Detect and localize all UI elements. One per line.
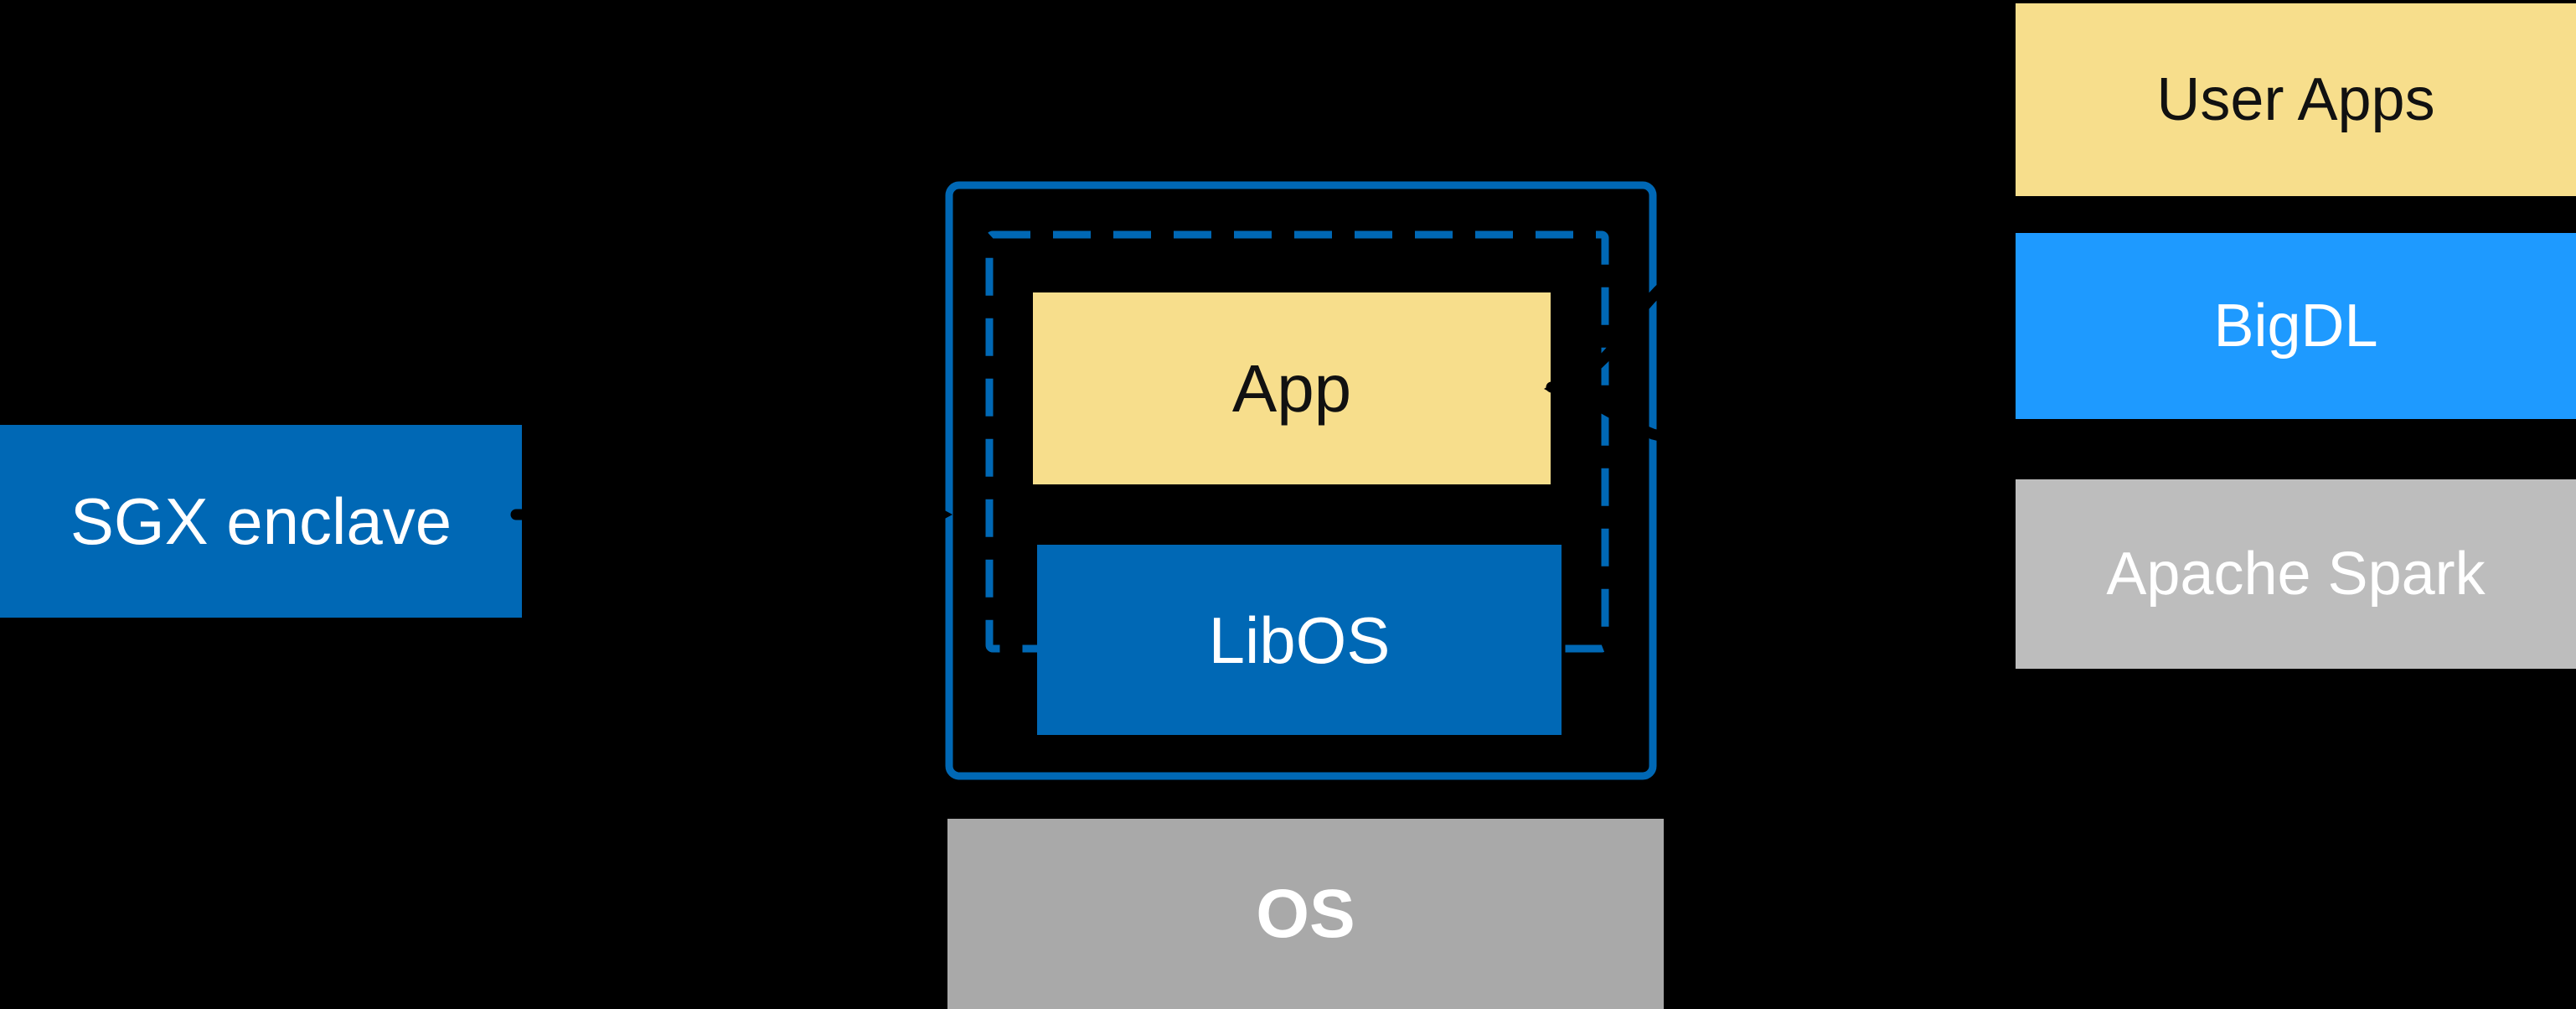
sgx-enclave-label: SGX enclave	[70, 484, 452, 558]
bigdl-label: BigDL	[2213, 292, 2378, 360]
bigdl-box: BigDL	[2016, 233, 2576, 419]
os-box: OS	[947, 819, 1664, 1009]
user-apps-box: User Apps	[2016, 3, 2576, 196]
app-label: App	[1231, 350, 1352, 426]
libos-label: LibOS	[1208, 603, 1391, 677]
sgx-enclave-box: SGX enclave	[0, 425, 522, 618]
user-apps-label: User Apps	[2156, 66, 2435, 133]
libos-box: LibOS	[1037, 545, 1562, 735]
apache-spark-box: Apache Spark	[2016, 479, 2576, 669]
app-box: App	[1033, 292, 1551, 484]
stack-to-app-arrow-upper	[1544, 132, 1991, 404]
sgx-to-enclave-arrow	[510, 496, 952, 533]
app-arrowhead-icon	[1544, 369, 1579, 404]
enclave-solid-border	[945, 181, 1657, 780]
sgx-arrowhead-icon	[918, 496, 952, 533]
os-label: OS	[1256, 875, 1355, 952]
stack-to-app-arrow-lower	[1573, 390, 2004, 479]
apache-spark-label: Apache Spark	[2106, 541, 2486, 608]
